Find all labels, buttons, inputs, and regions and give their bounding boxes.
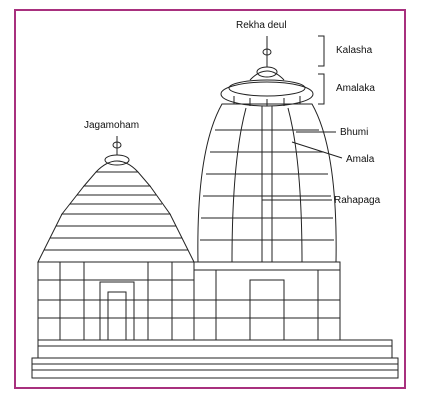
jagamoham-structure <box>38 136 194 340</box>
label-bhumi: Bhumi <box>340 127 368 139</box>
annotation-lines <box>262 36 342 200</box>
amalaka-bracket <box>318 74 324 104</box>
amala-leader <box>292 142 342 158</box>
label-amalaka: Amalaka <box>336 83 375 95</box>
kalasha-bracket <box>318 36 324 66</box>
label-jagamoham: Jagamoham <box>84 120 139 132</box>
label-amala: Amala <box>346 154 374 166</box>
label-rekha-deul: Rekha deul <box>236 20 287 32</box>
rekha-deul-structure <box>194 36 340 340</box>
temple-base <box>32 340 398 378</box>
label-rahapaga: Rahapaga <box>334 195 380 207</box>
label-kalasha: Kalasha <box>336 45 372 57</box>
